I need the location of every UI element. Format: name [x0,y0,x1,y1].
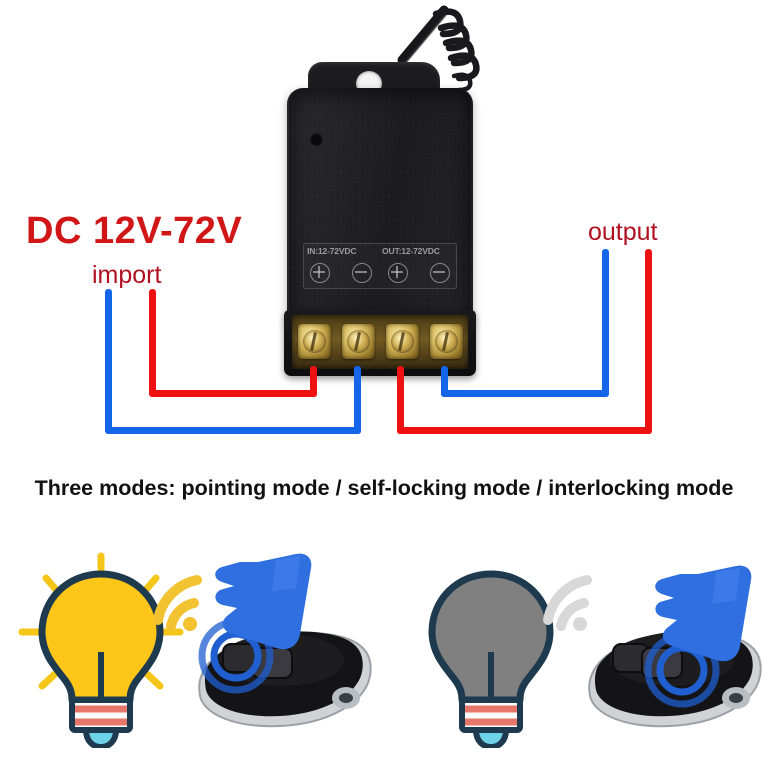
pointing-hand-icon [655,565,752,662]
scene-lamp-off [428,565,762,748]
terminal-screw-2[interactable] [342,324,375,359]
bulb-tip [82,727,120,748]
terminal-screw-4[interactable] [430,324,463,359]
led-indicator-hole [310,132,323,146]
import-positive-wire-horizontal [149,390,317,397]
terminal-screw-3[interactable] [386,324,419,359]
output-minus-symbol-icon [430,263,450,283]
device-housing: IN:12-72VDC OUT:12-72VDC [287,88,473,328]
voltage-label: DC 12V-72V [26,210,243,252]
input-minus-symbol-icon [352,263,372,283]
relay-module-device: IN:12-72VDC OUT:12-72VDC [282,10,492,390]
output-negative-wire-vertical [441,366,448,397]
output-positive-wire-riser [645,249,652,431]
import-positive-wire-riser [149,289,156,394]
output-label: output [588,218,658,246]
pointing-hand-icon [215,553,312,650]
terminal-legend-panel: IN:12-72VDC OUT:12-72VDC [303,243,457,289]
import-positive-wire-vertical [310,366,317,397]
import-label: import [92,261,162,289]
modes-caption: Three modes: pointing mode / self-lockin… [34,476,734,500]
input-plus-symbol-icon [310,263,330,283]
remote-fob [198,631,372,728]
import-negative-wire-horizontal [105,427,361,434]
output-positive-wire-vertical [397,366,404,434]
terminal-block-inner [292,315,468,369]
output-negative-wire-horizontal [441,390,609,397]
output-plus-symbol-icon [388,263,408,283]
output-negative-wire-riser [602,249,609,394]
import-negative-wire-vertical [354,366,361,434]
input-legend-text: IN:12-72VDC [307,246,357,256]
signal-dot [183,617,197,631]
output-positive-wire-horizontal [397,427,652,434]
output-legend-text: OUT:12-72VDC [382,246,440,256]
bulb-tip [472,727,510,748]
signal-waves-icon [153,575,202,631]
antenna-icon [397,5,480,93]
scene-lamp-on [18,552,372,748]
terminal-block [284,310,476,376]
signal-dot [573,617,587,631]
terminal-screw-1[interactable] [298,324,331,359]
signal-waves-icon [543,575,592,631]
import-negative-wire-riser [105,289,112,431]
